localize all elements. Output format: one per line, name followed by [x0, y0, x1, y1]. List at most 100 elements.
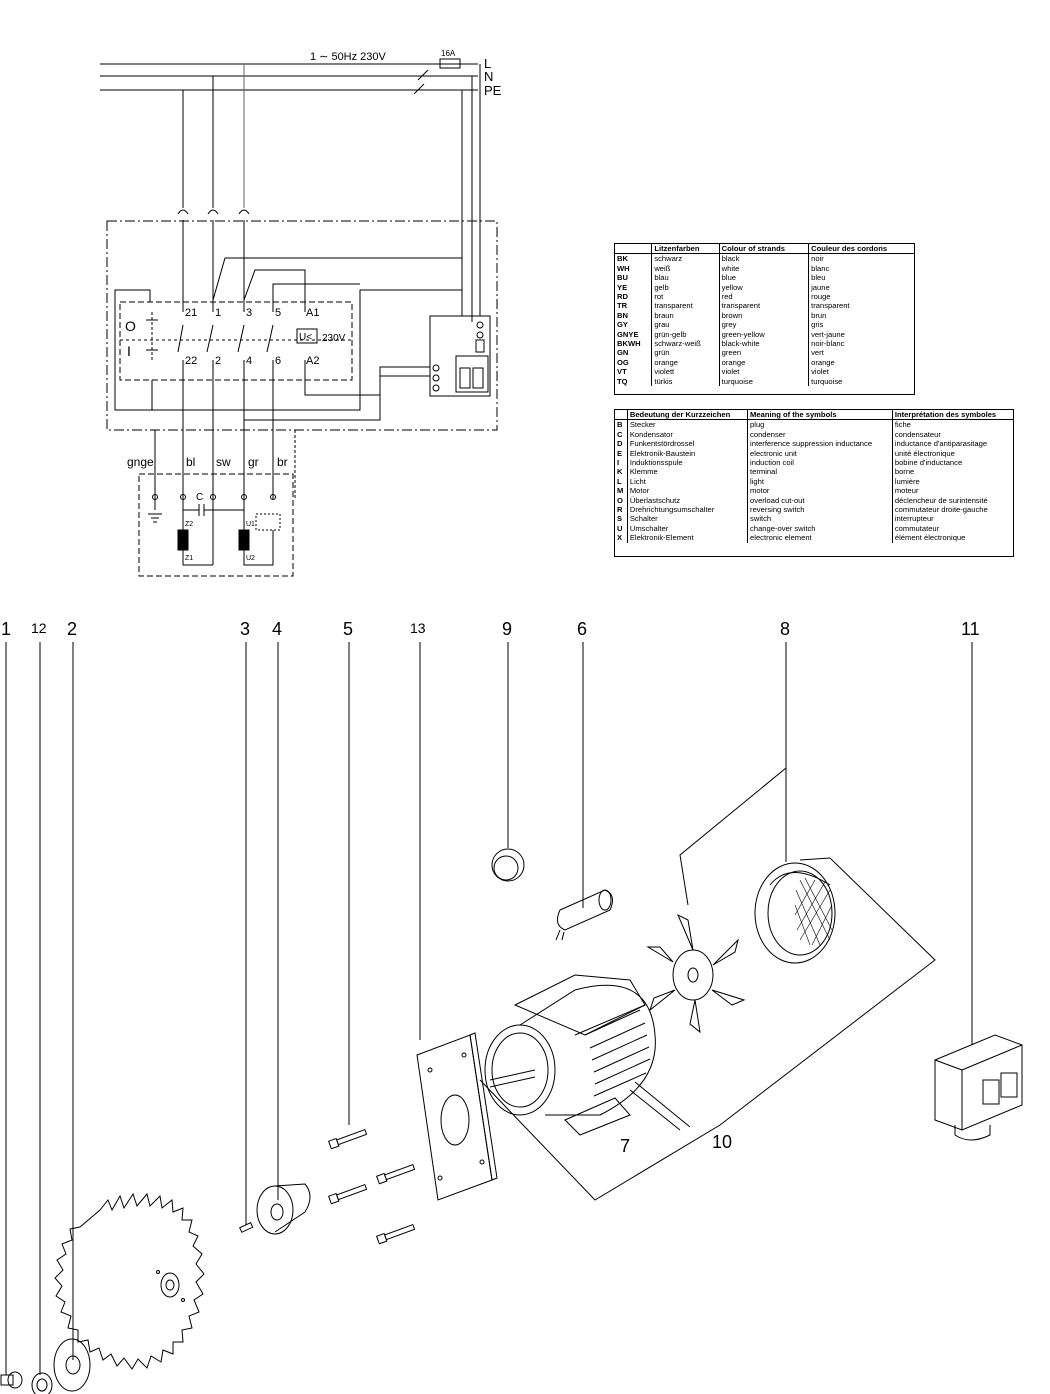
table-cell: vert	[808, 348, 914, 358]
terminal-22: 22	[185, 355, 197, 367]
part-label-5: 5	[343, 619, 354, 639]
table-cell: Induktionsspule	[626, 458, 748, 468]
table-cell: green	[718, 348, 809, 358]
table-cell: moteur	[891, 486, 1013, 496]
table-cell: switch	[747, 514, 893, 524]
part-label-7: 7	[620, 1136, 631, 1156]
symbols_table-header-0	[615, 410, 628, 421]
part-motor-assembly	[484, 974, 691, 1136]
table-cell: transparent	[808, 301, 914, 311]
part-5-bolts	[327, 1129, 416, 1245]
part-11-switch-box	[934, 1034, 1023, 1141]
symbols_table-header-3: Interprétation des symboles	[891, 410, 1013, 421]
wire-gnge: gnge	[127, 455, 154, 469]
table-cell: yellow	[718, 282, 809, 293]
table-cell: white	[718, 263, 809, 274]
table-cell: K	[617, 467, 623, 477]
table-cell: transparent	[718, 301, 809, 311]
part-label-11: 11	[961, 619, 980, 639]
part-label-1: 1	[1, 619, 12, 639]
table-cell: Motor	[626, 486, 748, 496]
part-label-8: 8	[780, 619, 791, 639]
colors_table-header-2: Colour of strands	[718, 244, 809, 255]
symbols_table-header-2: Meaning of the symbols	[747, 410, 893, 421]
table-cell: jaune	[808, 282, 914, 293]
table-cell: Klemme	[626, 467, 748, 477]
table-cell: BKWH	[617, 339, 641, 349]
table-cell: motor	[747, 486, 893, 496]
line-label-N: N	[484, 69, 493, 84]
part-label-13: 13	[410, 620, 426, 636]
table-cell: weiß	[651, 263, 720, 274]
table-cell: violet	[718, 367, 809, 377]
wire-gr: gr	[248, 455, 259, 469]
table-cell: B	[617, 420, 623, 430]
table-cell: red	[718, 292, 809, 302]
table-cell: reversing switch	[747, 505, 893, 515]
terminal-2: 2	[215, 355, 221, 367]
table-cell: black	[718, 253, 809, 264]
part-10-group-outline	[479, 857, 936, 1201]
table-cell: TQ	[617, 376, 628, 386]
coil-label: U<	[299, 332, 312, 343]
part-3-key	[239, 1221, 254, 1233]
symbols_table-header-1: Bedeutung der Kurzzeichen	[626, 410, 748, 421]
colors_table-header-1: Litzenfarben	[651, 244, 720, 255]
table-cell: condenser	[747, 429, 893, 440]
table-cell: GY	[617, 320, 628, 330]
table-cell: Umschalter	[626, 523, 748, 534]
table-cell: overload cut-out	[747, 495, 893, 506]
table-cell: Schalter	[626, 514, 748, 524]
wire-bl: bl	[186, 455, 195, 469]
saw-blade	[54, 1192, 205, 1370]
table-cell: GNYE	[617, 329, 639, 339]
table-cell: brown	[718, 310, 809, 321]
terminal-Z1: Z1	[185, 555, 193, 562]
table-cell: inductance d'antiparasitage	[891, 439, 1013, 449]
table-cell: black-white	[718, 339, 809, 349]
coil-voltage: 230V	[322, 333, 346, 344]
part-label-9: 9	[502, 619, 513, 639]
table-cell: commutateur	[891, 523, 1013, 534]
table-cell: Stecker	[626, 419, 748, 430]
table-cell: borne	[891, 467, 1013, 477]
fuse	[439, 58, 461, 69]
table-cell: Drehrichtungsumschalter	[626, 505, 748, 515]
table-cell: grau	[651, 320, 720, 330]
line-label-PE: PE	[484, 83, 502, 98]
table-cell: vert-jaune	[808, 329, 914, 340]
part-label-4: 4	[272, 619, 283, 639]
table-cell: YE	[617, 282, 628, 292]
part-label-2: 2	[67, 619, 78, 639]
table-cell: C	[617, 429, 623, 439]
switch-label-off: O	[125, 318, 136, 334]
table-cell: L	[617, 476, 622, 486]
table-cell: grün-gelb	[651, 329, 720, 340]
part-6-capacitor	[555, 889, 614, 941]
part-13-mounting-plate	[416, 1032, 498, 1201]
part-label-12: 12	[31, 620, 47, 636]
table-cell: türkis	[651, 376, 720, 387]
table-cell: Elektronik-Element	[626, 533, 748, 543]
table-cell: interrupteur	[891, 514, 1013, 524]
table-cell: rot	[651, 292, 720, 302]
table-cell: BU	[617, 273, 628, 283]
table-cell: BN	[617, 310, 628, 320]
table-cell: interference suppression inductance	[747, 439, 893, 449]
table-cell: Kondensator	[626, 429, 748, 440]
